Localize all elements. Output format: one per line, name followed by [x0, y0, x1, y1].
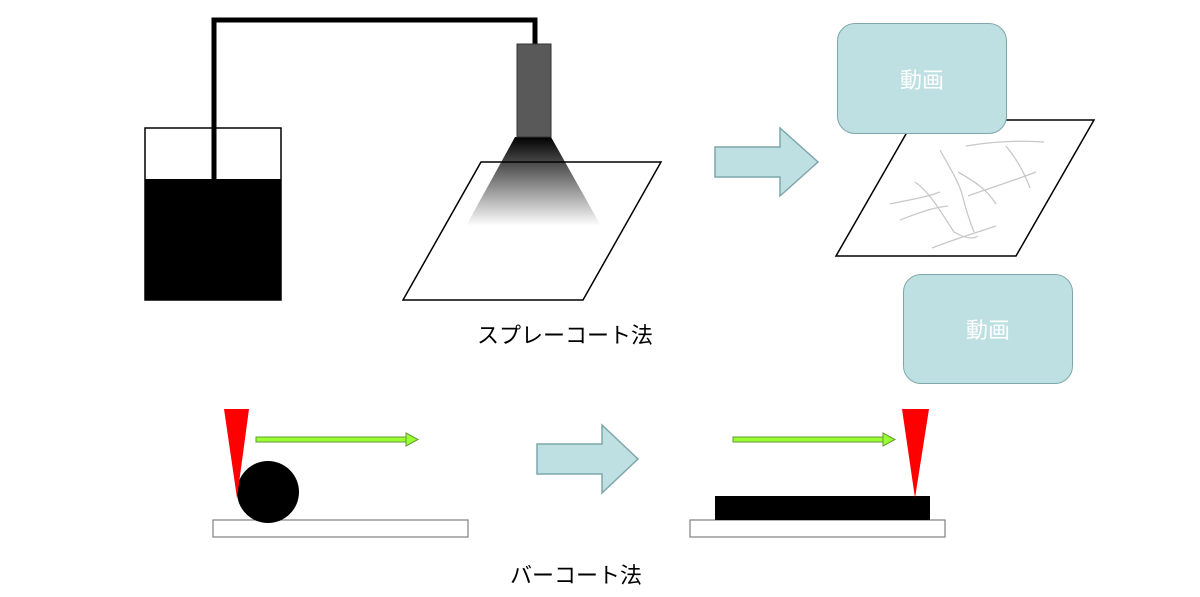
- feed-tube: [211, 17, 538, 179]
- spray-coating-setup: [144, 17, 663, 301]
- bar-substrate-left: [212, 519, 469, 538]
- video-button-spray[interactable]: 動画: [837, 23, 1007, 134]
- process-arrow-icon: [714, 126, 820, 198]
- spray-substrate: [401, 161, 663, 301]
- spray-plume: [466, 137, 601, 226]
- blade-icon: [224, 409, 249, 498]
- blade-icon: [902, 409, 929, 498]
- bar-coating-before: [212, 409, 469, 538]
- liquid-droplet: [237, 461, 299, 523]
- coated-film: [715, 496, 930, 520]
- sprayed-result: [834, 119, 1096, 257]
- motion-arrow-icon: [732, 432, 897, 447]
- spray-method-label: スプレーコート法: [477, 324, 654, 349]
- bar-method-label: バーコート法: [510, 564, 643, 589]
- motion-arrow-icon: [255, 432, 420, 447]
- fiber-strands: [889, 140, 1045, 249]
- video-button-label: 動画: [899, 68, 944, 94]
- bar-substrate-right: [689, 519, 946, 538]
- video-button-label: 動画: [965, 319, 1010, 344]
- result-substrate: [834, 119, 1096, 257]
- bar-coating-after: [689, 409, 946, 538]
- process-arrow-icon: [536, 423, 640, 495]
- video-button-bar[interactable]: 動画: [903, 274, 1073, 384]
- liquid-fill: [145, 179, 281, 300]
- spray-nozzle: [516, 43, 552, 138]
